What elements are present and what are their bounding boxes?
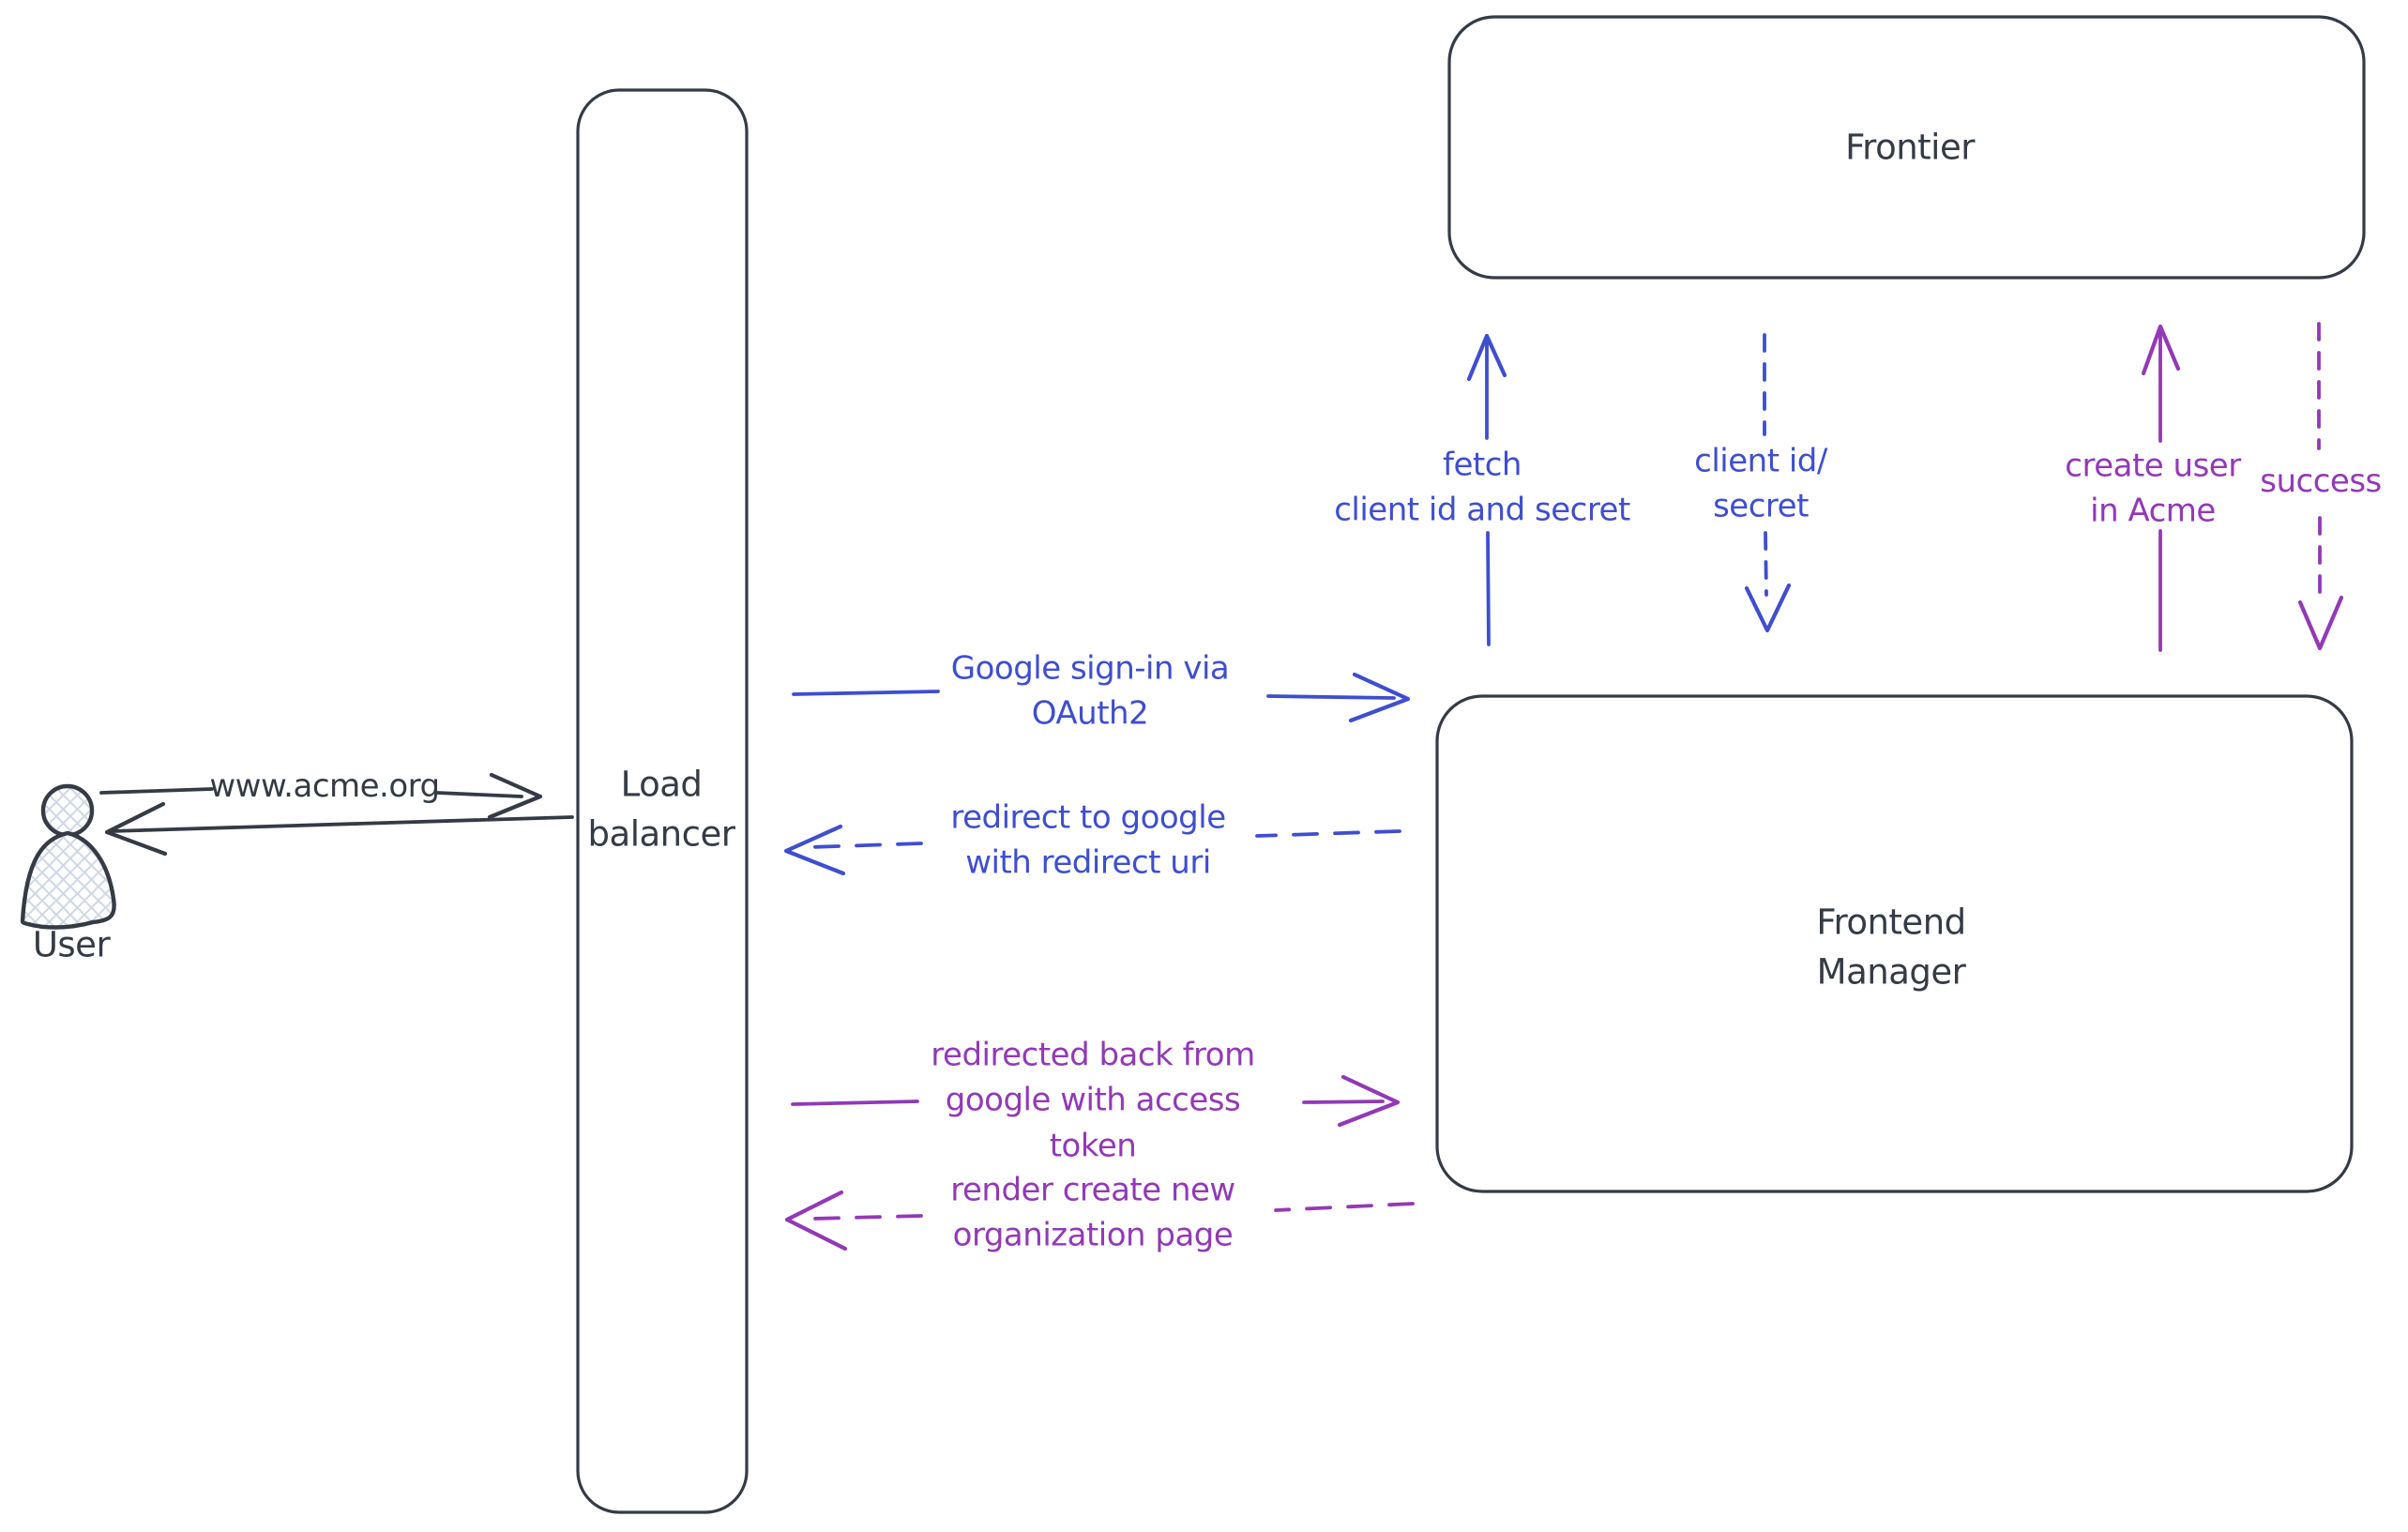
arrow-reply-to-user — [104, 801, 574, 857]
arrow-client-id-secret — [1744, 333, 1792, 633]
arrow-redirected-back — [791, 1074, 1401, 1128]
arrow-redirect-to-google — [783, 824, 1401, 876]
arrow-render-org-page — [784, 1190, 1415, 1251]
frontend-manager-box — [1435, 694, 2354, 1193]
arrow-www-acme — [99, 772, 543, 820]
arrow-success — [2297, 322, 2344, 651]
arrow-fetch-client-secret — [1466, 333, 1507, 646]
user-icon — [20, 783, 116, 930]
arrow-google-signin — [792, 672, 1411, 723]
load-balancer-box — [576, 88, 749, 1514]
arrow-create-user — [2141, 324, 2181, 652]
frontier-box — [1447, 15, 2366, 280]
